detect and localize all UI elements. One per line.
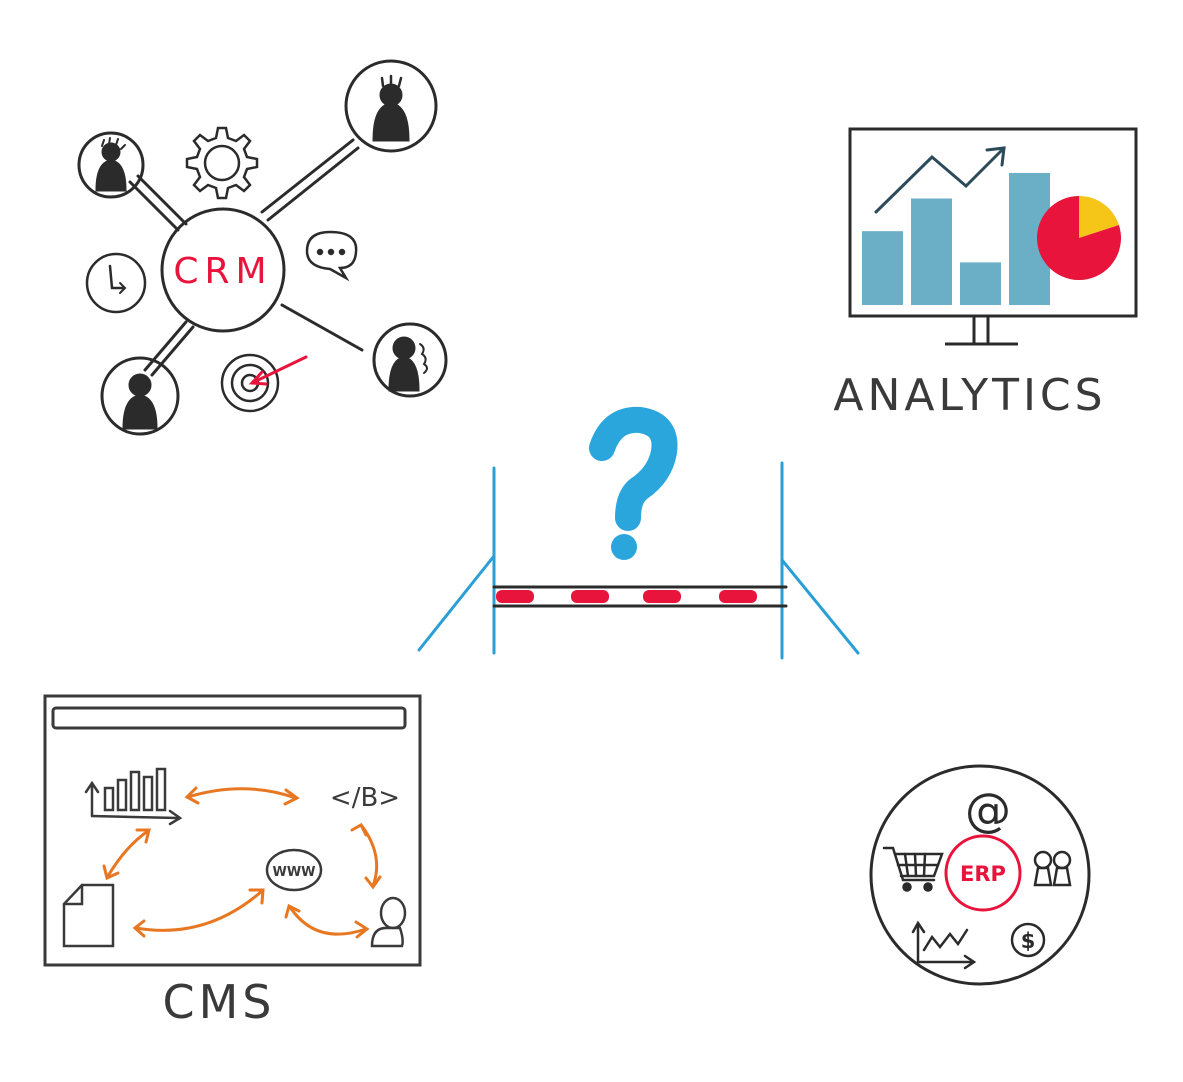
shopping-cart-icon xyxy=(882,846,944,892)
monitor-icon xyxy=(848,127,1138,318)
cms-code-tag: </B> xyxy=(330,783,400,813)
person-icon xyxy=(77,131,145,199)
gear-icon xyxy=(185,126,259,200)
people-icon xyxy=(1033,850,1072,887)
target-icon xyxy=(220,353,308,413)
bar-chart-icon xyxy=(84,767,183,826)
browser-window-icon xyxy=(43,694,422,967)
crm-cluster xyxy=(77,59,448,436)
chat-bubble-icon xyxy=(305,230,358,282)
erp-dollar-symbol: $ xyxy=(1021,929,1036,953)
cms-cluster xyxy=(43,694,422,967)
erp-cluster xyxy=(869,764,1091,986)
person-icon xyxy=(372,322,448,398)
www-globe-icon xyxy=(265,848,323,892)
erp-hub-circle xyxy=(944,834,1022,912)
user-icon xyxy=(370,896,407,948)
bar-chart-icon xyxy=(862,172,1050,305)
question-mark-icon xyxy=(589,406,678,560)
person-icon xyxy=(344,59,438,153)
document-icon xyxy=(62,883,115,948)
erp-email-icon: @ xyxy=(965,783,1011,837)
bar-2 xyxy=(911,198,952,305)
bridge-icon xyxy=(417,461,860,660)
analytics-label: ANALYTICS xyxy=(833,370,1106,421)
pie-slice-2 xyxy=(1037,196,1121,280)
erp-label: ERP xyxy=(960,862,1006,886)
trend-arrow-icon xyxy=(874,146,1006,214)
browser-address-bar xyxy=(51,706,407,730)
erp-outer-circle xyxy=(869,764,1091,986)
cms-www-label: WWW xyxy=(272,865,315,880)
analytics-monitor xyxy=(848,127,1138,346)
bar-3 xyxy=(960,262,1001,305)
cms-label: CMS xyxy=(162,975,275,1029)
line-chart-icon xyxy=(911,920,977,970)
cms-flow-arrows xyxy=(102,786,382,939)
dollar-coin-icon xyxy=(1010,922,1046,958)
person-icon xyxy=(100,356,180,436)
crm-connectors xyxy=(128,138,364,377)
clock-icon xyxy=(85,252,147,314)
bar-1 xyxy=(862,231,903,305)
crm-label: CRM xyxy=(173,251,272,292)
pie-chart-icon xyxy=(1037,196,1121,280)
crm-hub-circle xyxy=(160,207,286,333)
pie-slice-1 xyxy=(1079,196,1119,238)
